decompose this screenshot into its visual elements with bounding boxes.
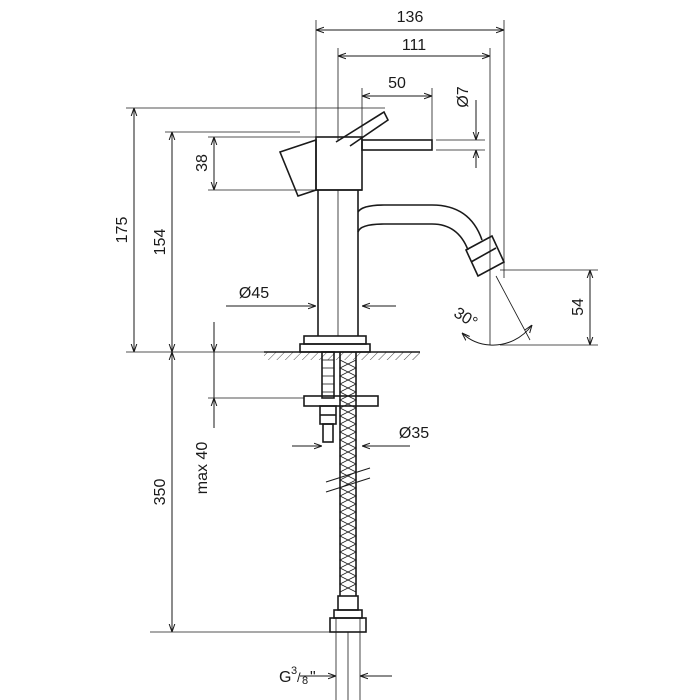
thread-label-slash: / (297, 670, 301, 685)
dimension-dia-7-label: Ø7 (455, 86, 472, 107)
thread-label-inch: " (310, 669, 316, 686)
thread-label: G 3 / 8 " (279, 665, 392, 687)
dimension-angle-30-label: 30° (451, 305, 481, 332)
dimension-54-label: 54 (570, 298, 587, 316)
dimension-38-label: 38 (194, 154, 211, 172)
dimension-dia-35-label: Ø35 (399, 425, 429, 442)
dimension-350: 350 (152, 352, 172, 632)
dimension-175-label: 175 (114, 217, 131, 244)
dimension-dia-35: Ø35 (292, 425, 429, 446)
dimension-50: 50 (362, 75, 432, 96)
dimension-350-label: 350 (152, 479, 169, 506)
countertop (264, 351, 420, 360)
dimension-175: 175 (114, 108, 134, 352)
faucet-body (278, 110, 506, 353)
thread-label-denominator: 8 (302, 675, 308, 687)
dimension-136-label: 136 (397, 9, 424, 26)
extension-lines-left (126, 107, 385, 633)
extension-lines-top (315, 20, 505, 345)
dimension-max-40: max 40 (194, 322, 214, 494)
mounting-hardware (303, 351, 379, 700)
dimension-max-40-label: max 40 (194, 442, 211, 495)
dimension-angle-30: 30° (451, 275, 532, 346)
dimension-dia-7: Ø7 (455, 86, 476, 168)
dimension-111-label: 111 (402, 37, 426, 54)
thread-label-g: G (279, 669, 291, 686)
dimension-136: 136 (316, 9, 504, 30)
dimension-154: 154 (152, 132, 172, 352)
dimension-111: 111 (338, 37, 490, 56)
dimension-54: 54 (500, 269, 598, 346)
dimension-50-label: 50 (388, 75, 406, 92)
dimension-dia-45-label: Ø45 (239, 285, 269, 302)
dimension-154-label: 154 (152, 229, 169, 256)
thread-label-numerator: 3 (291, 665, 297, 677)
dimension-38: 38 (194, 137, 214, 190)
dimension-dia-45: Ø45 (226, 285, 396, 306)
